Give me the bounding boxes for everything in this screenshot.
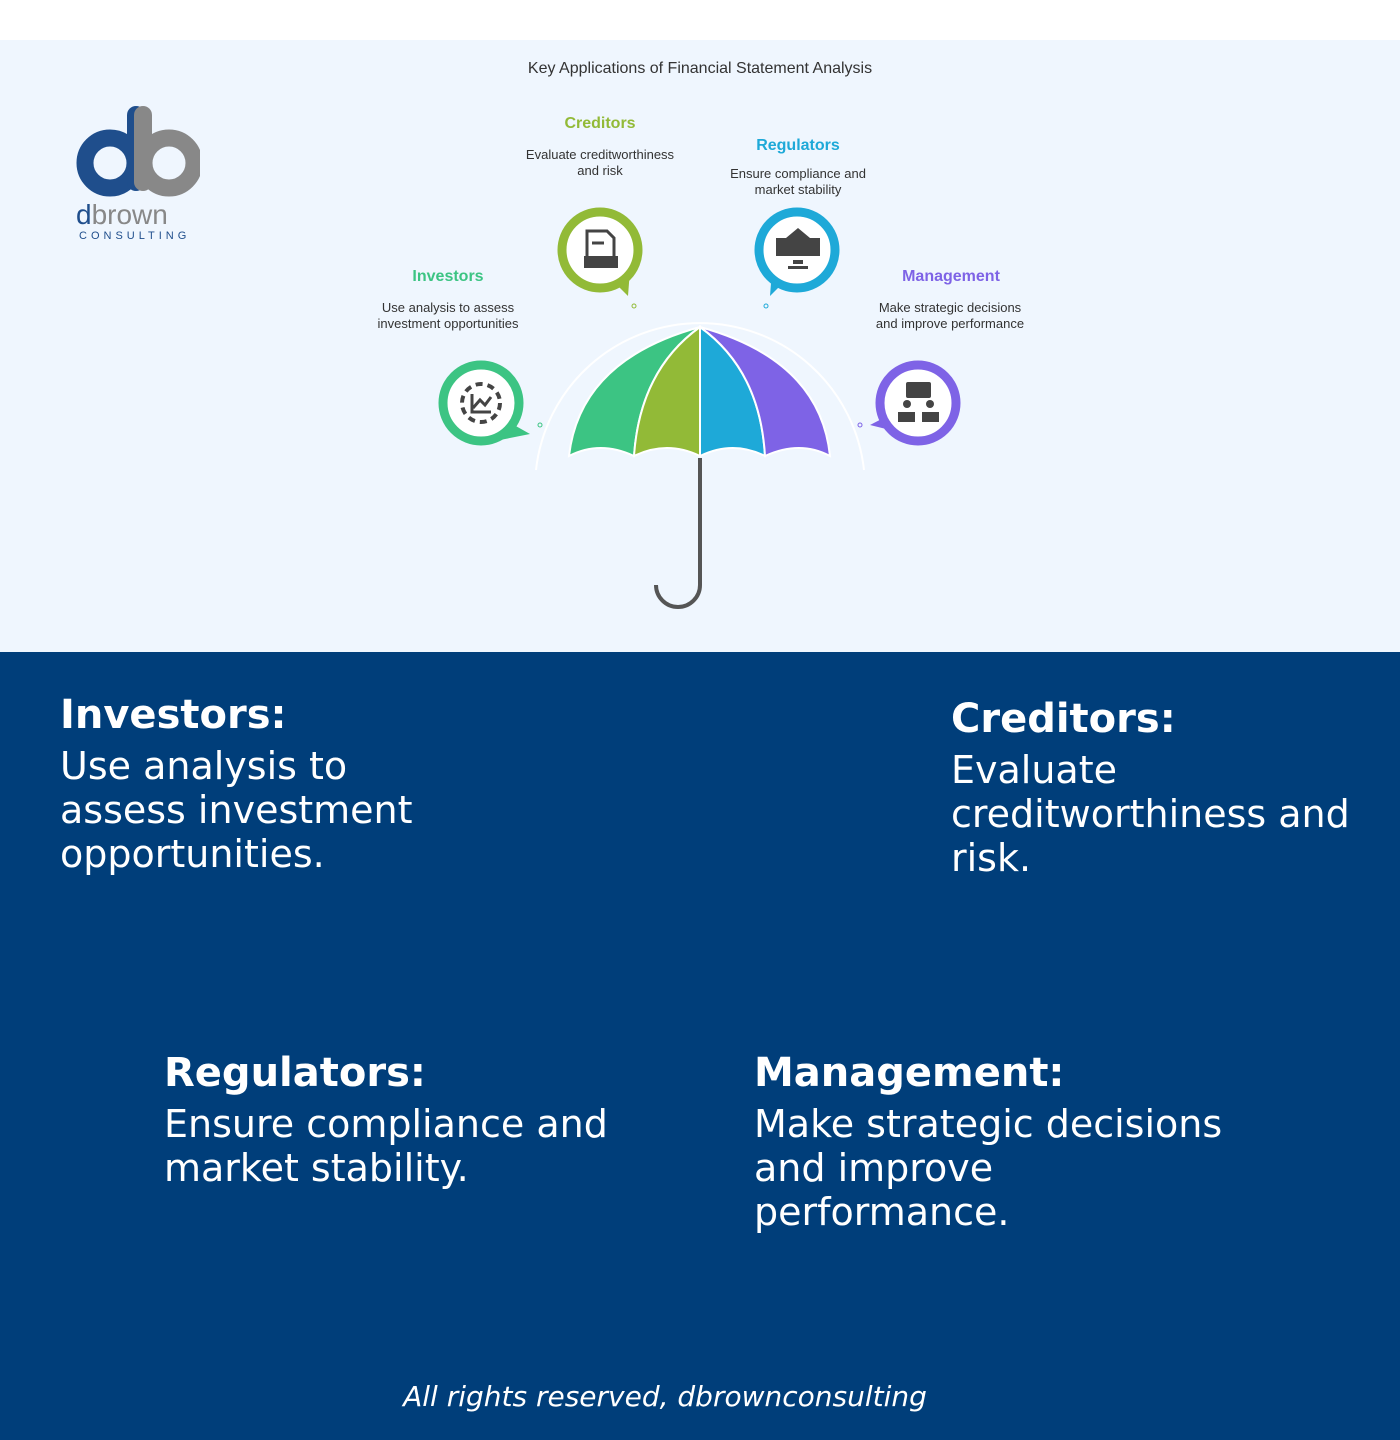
label-management: Management: [902, 268, 1000, 285]
diagram-panel: Key Applications of Financial Statement …: [0, 40, 1400, 652]
chart-icon: [460, 382, 502, 424]
desc-regulators: Ensure compliance and market stability: [730, 166, 866, 197]
summary-panel: Investors: Use analysis to assess invest…: [0, 652, 1400, 1440]
card-investors: Investors: Use analysis to assess invest…: [60, 692, 460, 876]
logo-sub: CONSULTING: [79, 230, 191, 242]
canopy-management: [699, 326, 832, 458]
umbrella-handle: [654, 458, 702, 609]
card-text: Use analysis to assess investment opport…: [60, 744, 413, 876]
card-regulators: Regulators: Ensure compliance and market…: [164, 1050, 624, 1190]
umbrella-diagram: [438, 207, 961, 609]
diagram-title: Key Applications of Financial Statement …: [527, 60, 873, 77]
footer-text: All rights reserved, dbrownconsulting: [403, 1380, 927, 1413]
card-text: Make strategic decisions and improve per…: [754, 1102, 1223, 1234]
card-heading: Investors:: [60, 692, 287, 738]
label-regulators: Regulators: [756, 137, 840, 154]
government-building-icon: [776, 228, 820, 269]
meeting-icon: [898, 382, 939, 422]
desc-investors: Use analysis to assess investment opport…: [377, 300, 519, 331]
desc-creditors: Evaluate creditworthiness and risk: [525, 147, 675, 178]
label-investors: Investors: [412, 268, 484, 285]
card-heading: Regulators:: [164, 1050, 426, 1096]
logo-name: brown: [91, 199, 168, 230]
desc-management: Make strategic decisions and improve per…: [875, 300, 1025, 331]
canopy-creditors: [632, 325, 701, 458]
card-text: Ensure compliance and market stability.: [164, 1102, 608, 1190]
callout-regulators: [754, 207, 840, 296]
card-heading: Management:: [754, 1050, 1065, 1096]
callout-creditors: [557, 207, 643, 296]
logo: dbrown CONSULTING: [76, 102, 203, 242]
handshake-contract-icon: [584, 229, 618, 268]
callout-management: [870, 360, 961, 446]
card-management: Management: Make strategic decisions and…: [754, 1050, 1224, 1234]
card-heading: Creditors:: [951, 696, 1176, 742]
card-text: Evaluate creditworthiness and risk.: [951, 748, 1350, 880]
callout-investors: [438, 360, 530, 446]
logo-mark: [76, 106, 203, 197]
label-creditors: Creditors: [564, 115, 636, 132]
card-creditors: Creditors: Evaluate creditworthiness and…: [951, 696, 1371, 880]
